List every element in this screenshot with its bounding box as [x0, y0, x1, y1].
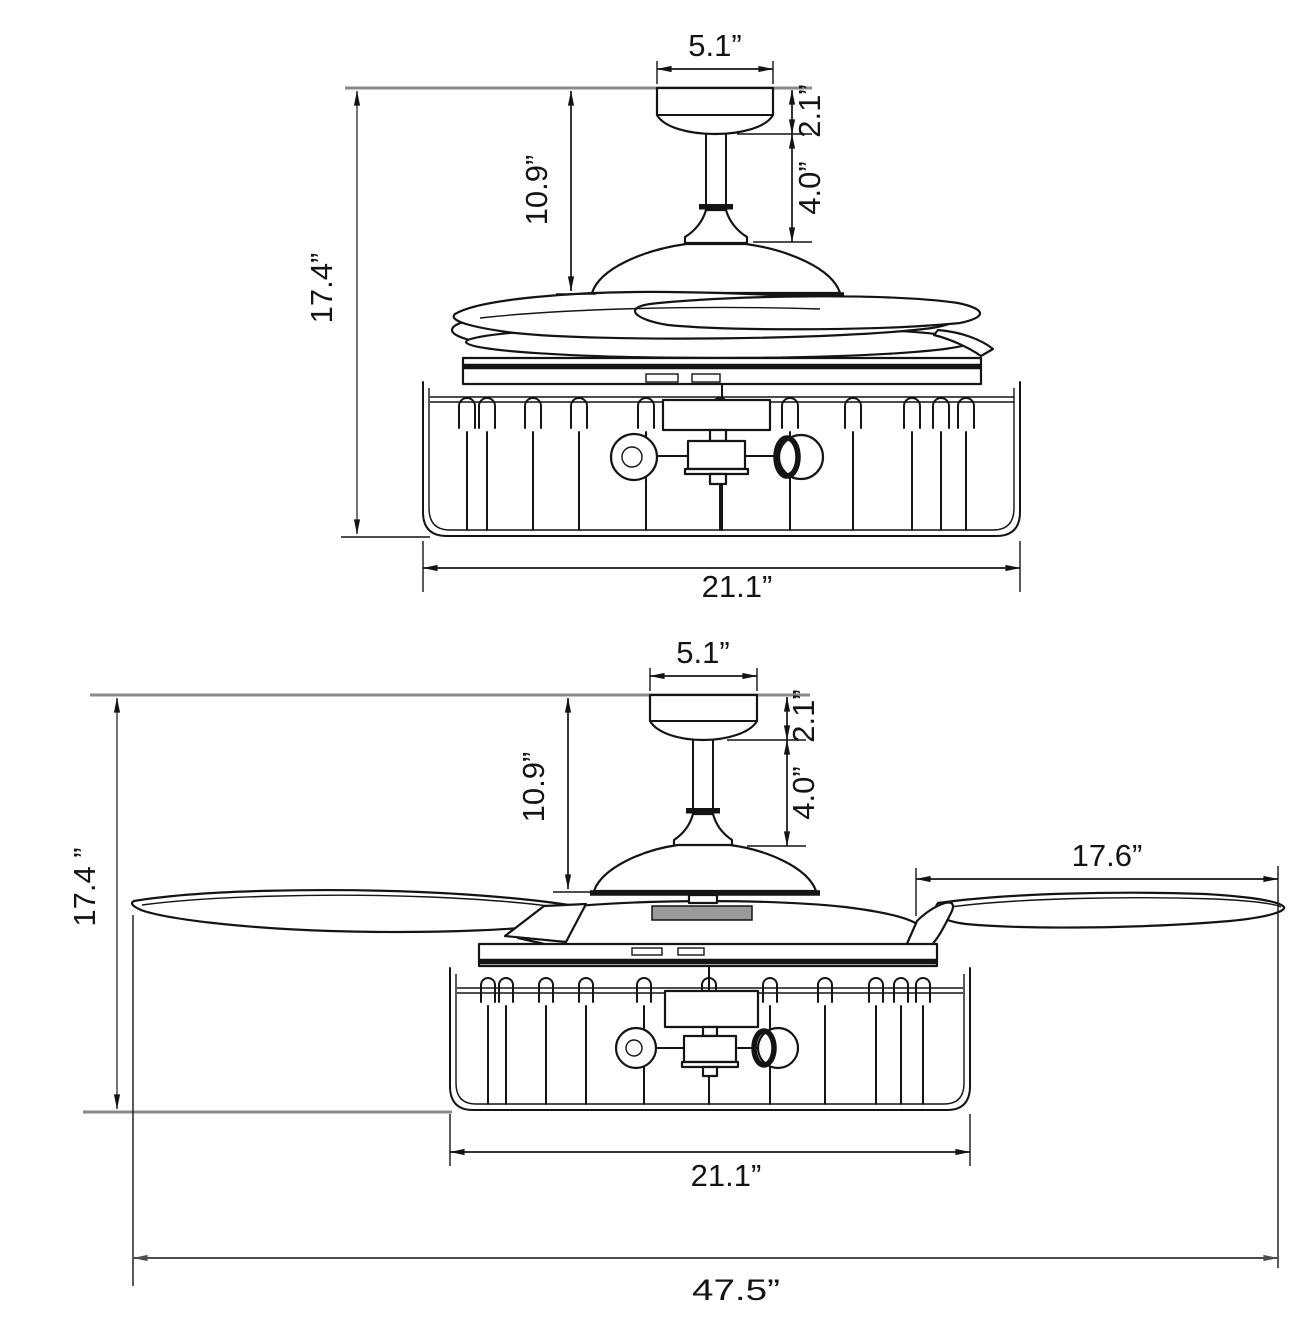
- light-bulb-right: [777, 433, 825, 481]
- fan-open: [130, 693, 1286, 1111]
- dim-label-blade-sweep: 47.5”: [692, 1274, 780, 1307]
- rotor-hub: [651, 905, 753, 921]
- motor-dome-closed: [590, 242, 842, 295]
- cage-wires-open: [480, 977, 931, 1105]
- light-kit-open: [614, 965, 800, 1105]
- dim-ceiling-to-motor-open: 10.9”: [516, 697, 593, 893]
- dim-label-canopy-width-open: 5.1”: [676, 635, 729, 670]
- dim-label-canopy-height-open: 2.1”: [786, 689, 821, 742]
- downrod-bell-closed: [683, 208, 749, 245]
- dim-label-cage-width-closed: 21.1”: [702, 569, 773, 604]
- light-bulb-left-open: [614, 1026, 658, 1070]
- dim-overall-height-closed: 17.4”: [304, 90, 430, 538]
- light-mount-box-open: [663, 989, 760, 1029]
- dim-blade-length: 17.6”: [915, 838, 1279, 1268]
- light-kit-closed: [609, 383, 825, 531]
- deck-open: [477, 942, 939, 968]
- dim-overall-height-open: 17.4 ”: [67, 697, 121, 1110]
- dim-ceiling-to-motor-closed: 10.9”: [519, 90, 596, 295]
- light-center-housing: [686, 439, 747, 471]
- light-center-housing-open: [682, 1034, 738, 1064]
- dim-canopy-height-closed: 2.1”: [737, 84, 827, 138]
- dim-canopy-height-open: 2.1”: [727, 689, 821, 743]
- downrod-open: [686, 739, 720, 814]
- dim-label-downrod-open: 4.0”: [786, 766, 821, 819]
- folded-blades: [450, 290, 995, 360]
- dim-blade-sweep: 47.5”: [132, 915, 1279, 1307]
- blade-iron-right: [904, 901, 955, 951]
- dim-label-blade-length: 17.6”: [1072, 838, 1143, 873]
- fan-closed: [422, 86, 1021, 537]
- dim-cage-width-open: 21.1”: [449, 1114, 971, 1193]
- cage-wires-closed: [458, 397, 975, 531]
- dim-label-downrod-closed: 4.0”: [792, 161, 827, 214]
- dim-downrod-closed: 4.0”: [753, 133, 827, 243]
- dim-downrod-open: 4.0”: [747, 739, 821, 847]
- deck-closed: [461, 356, 983, 386]
- dim-cage-width-closed: 21.1”: [422, 541, 1021, 604]
- open-view: 17.4 ” 10.9” 5.1” 2.1” 4.0” 17.6”: [67, 635, 1286, 1307]
- dim-label-canopy-width-closed: 5.1”: [688, 28, 741, 63]
- canopy-closed: [655, 86, 775, 136]
- dim-label-cage-width-open: 21.1”: [691, 1158, 762, 1193]
- downrod-bell-open: [672, 812, 734, 848]
- light-mount-box: [661, 398, 772, 432]
- dim-canopy-width-open: 5.1”: [649, 635, 758, 691]
- dim-label-ceiling-to-motor-open: 10.9”: [516, 752, 551, 823]
- blade-iron-left: [503, 902, 588, 944]
- downrod-closed: [699, 133, 733, 210]
- dim-canopy-width-closed: 5.1”: [656, 28, 774, 84]
- dim-label-canopy-height-closed: 2.1”: [792, 84, 827, 137]
- light-bulb-right-open: [756, 1026, 800, 1070]
- dim-label-overall-height-open: 17.4 ”: [67, 847, 102, 926]
- dim-label-overall-height-closed: 17.4”: [304, 253, 339, 324]
- dim-label-ceiling-to-motor-closed: 10.9”: [519, 155, 554, 226]
- closed-view: 17.4” 10.9” 5.1” 2.1” 4.0” 21.1”: [304, 28, 1021, 604]
- canopy-open: [648, 693, 759, 742]
- motor-neck-open: [687, 893, 719, 905]
- blade-tip-fold: [932, 328, 995, 358]
- motor-dome-open: [592, 843, 818, 893]
- light-bulb-left: [609, 432, 659, 482]
